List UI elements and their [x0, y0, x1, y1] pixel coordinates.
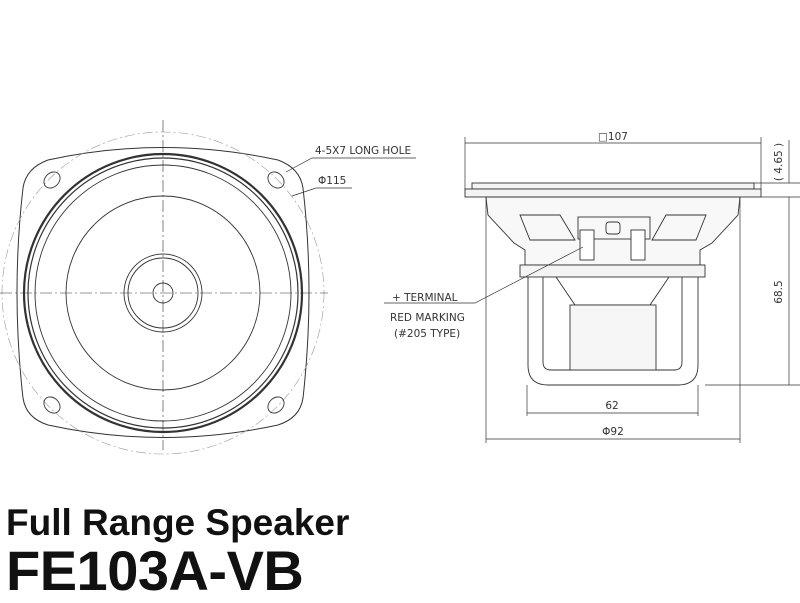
depth-label: 68.5: [773, 280, 785, 303]
basket-window: [519, 214, 707, 241]
width-label: □107: [598, 131, 628, 143]
magnet-label: 62: [605, 400, 618, 412]
basket: [485, 196, 741, 266]
pole: [555, 276, 670, 306]
mounting-hole: [267, 396, 285, 414]
front-view: [0, 120, 416, 455]
mounting-holes: [43, 171, 285, 414]
terminal-center: [605, 221, 621, 235]
mounting-hole: [43, 171, 61, 189]
dimension-lines: [464, 137, 800, 443]
flange-label: ( 4.65 ): [773, 143, 785, 181]
terminal-minus: [630, 229, 646, 261]
product-subtitle: Full Range Speaker: [6, 502, 350, 543]
terminal-leader: [384, 246, 584, 304]
marking-type: (#205 TYPE): [394, 328, 460, 340]
hole-label: 4-5X7 LONG HOLE: [315, 145, 411, 157]
pcd-leader: [291, 187, 352, 197]
mounting-hole: [43, 396, 61, 414]
frame-outline: [16, 147, 310, 438]
terminal-board: [577, 216, 651, 240]
product-model: FE103A-VB: [6, 539, 304, 602]
magnet: [569, 304, 657, 371]
side-view: [384, 137, 800, 443]
flange: [464, 188, 762, 198]
hole-leader: [285, 157, 416, 173]
pcd-label: Φ115: [318, 175, 346, 187]
magnet-plate: [519, 264, 706, 278]
terminal-plus: [579, 229, 595, 261]
basket-label: Φ92: [602, 426, 624, 438]
mounting-hole: [267, 171, 285, 189]
terminal-label: + TERMINAL: [392, 292, 458, 304]
marking-label: RED MARKING: [390, 312, 465, 324]
gasket: [471, 182, 755, 190]
